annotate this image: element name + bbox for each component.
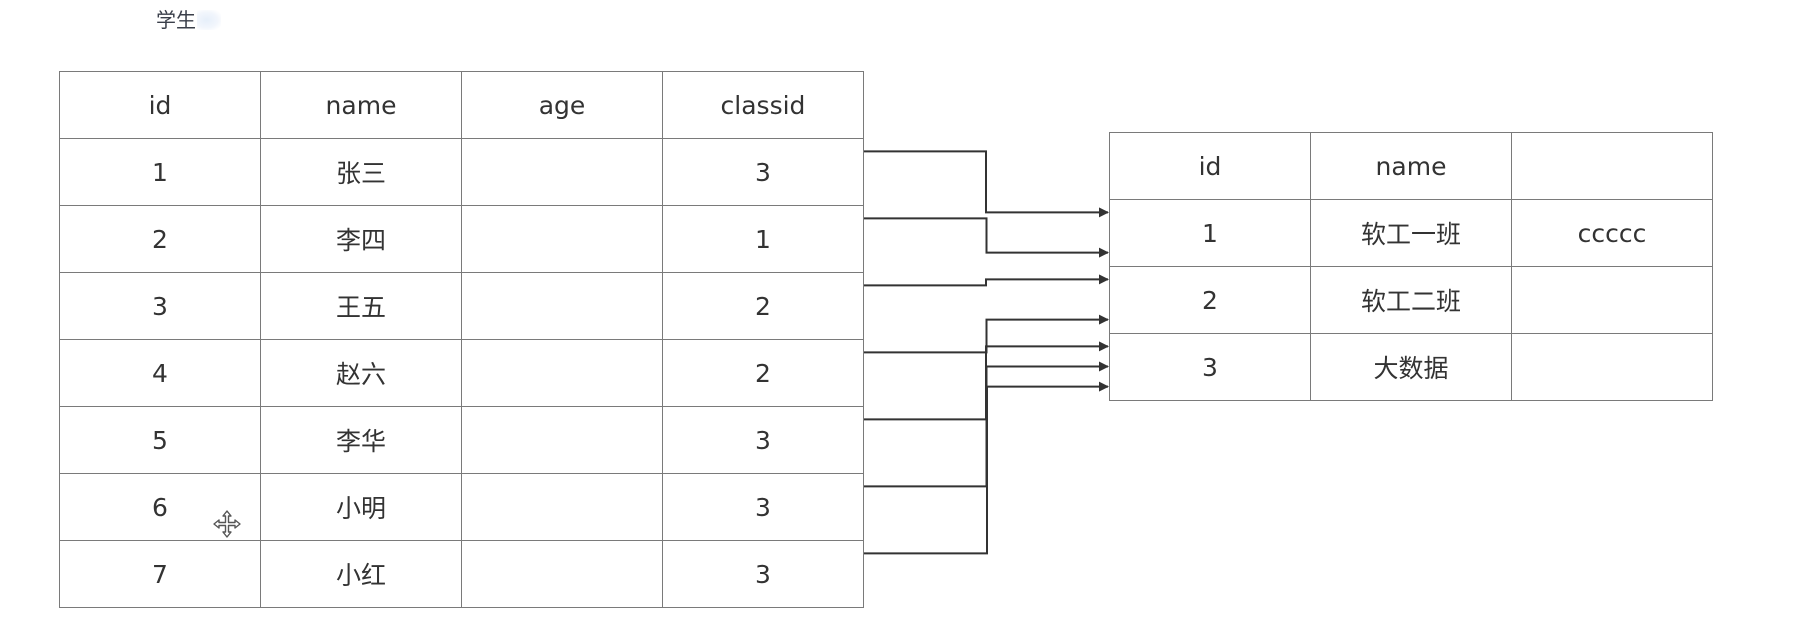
class-extra-cell: ccccc bbox=[1511, 199, 1713, 267]
student-age-cell bbox=[461, 205, 663, 273]
student-age-cell bbox=[461, 138, 663, 206]
student-id-cell: 7 bbox=[59, 540, 261, 608]
classes-header-id: id bbox=[1109, 132, 1311, 200]
table-row: 7 小红 3 bbox=[59, 540, 864, 608]
connector-arrow bbox=[864, 274, 1109, 287]
table-row: 5 李华 3 bbox=[59, 406, 864, 474]
class-id-cell: 2 bbox=[1109, 266, 1311, 334]
student-age-cell bbox=[461, 473, 663, 541]
caption-obscured-glyph bbox=[197, 10, 221, 30]
table-row: 3 王五 2 bbox=[59, 272, 864, 340]
student-name-cell: 小明 bbox=[260, 473, 462, 541]
student-name-cell: 李华 bbox=[260, 406, 462, 474]
student-classid-cell: 2 bbox=[662, 272, 864, 340]
table-row: 4 赵六 2 bbox=[59, 339, 864, 407]
students-table: id name age classid 1 张三 3 2 李四 1 3 王五 2… bbox=[59, 71, 864, 608]
student-age-cell bbox=[461, 272, 663, 340]
connector-arrow bbox=[864, 381, 1109, 555]
table-row: 6 小明 3 bbox=[59, 473, 864, 541]
students-header-row: id name age classid bbox=[59, 71, 864, 139]
students-header-name: name bbox=[260, 71, 462, 139]
student-name-cell: 赵六 bbox=[260, 339, 462, 407]
move-cursor-icon bbox=[213, 510, 241, 538]
students-header-age: age bbox=[461, 71, 663, 139]
caption-text: 学生 bbox=[156, 8, 196, 32]
class-name-cell: 大数据 bbox=[1310, 333, 1512, 401]
connector-arrow bbox=[864, 314, 1109, 354]
table-row: 3 大数据 bbox=[1109, 333, 1713, 401]
connector-arrow bbox=[864, 361, 1109, 488]
table-row: 1 张三 3 bbox=[59, 138, 864, 206]
class-extra-cell bbox=[1511, 266, 1713, 334]
connector-arrow bbox=[864, 150, 1109, 218]
class-name-cell: 软工一班 bbox=[1310, 199, 1512, 267]
table-row: 2 软工二班 bbox=[1109, 266, 1713, 334]
student-name-cell: 小红 bbox=[260, 540, 462, 608]
student-name-cell: 王五 bbox=[260, 272, 462, 340]
student-id-cell: 5 bbox=[59, 406, 261, 474]
student-age-cell bbox=[461, 406, 663, 474]
student-name-cell: 张三 bbox=[260, 138, 462, 206]
student-age-cell bbox=[461, 540, 663, 608]
student-name-cell: 李四 bbox=[260, 205, 462, 273]
classes-header-name: name bbox=[1310, 132, 1512, 200]
student-id-cell: 2 bbox=[59, 205, 261, 273]
connector-arrow bbox=[864, 341, 1109, 421]
class-extra-cell bbox=[1511, 333, 1713, 401]
students-header-classid: classid bbox=[662, 71, 864, 139]
students-header-id: id bbox=[59, 71, 261, 139]
classes-header-extra bbox=[1511, 132, 1713, 200]
student-classid-cell: 3 bbox=[662, 540, 864, 608]
student-classid-cell: 2 bbox=[662, 339, 864, 407]
student-classid-cell: 3 bbox=[662, 473, 864, 541]
student-classid-cell: 1 bbox=[662, 205, 864, 273]
student-id-cell: 4 bbox=[59, 339, 261, 407]
student-classid-cell: 3 bbox=[662, 406, 864, 474]
diagram-caption: 学生 bbox=[156, 6, 221, 34]
class-id-cell: 3 bbox=[1109, 333, 1311, 401]
classes-header-row: id name bbox=[1109, 132, 1713, 200]
class-id-cell: 1 bbox=[1109, 199, 1311, 267]
table-row: 1 软工一班 ccccc bbox=[1109, 199, 1713, 267]
class-name-cell: 软工二班 bbox=[1310, 266, 1512, 334]
connector-arrow bbox=[864, 217, 1109, 258]
student-classid-cell: 3 bbox=[662, 138, 864, 206]
student-id-cell: 1 bbox=[59, 138, 261, 206]
student-age-cell bbox=[461, 339, 663, 407]
classes-table: id name 1 软工一班 ccccc 2 软工二班 3 大数据 bbox=[1109, 132, 1713, 401]
student-id-cell: 3 bbox=[59, 272, 261, 340]
table-row: 2 李四 1 bbox=[59, 205, 864, 273]
